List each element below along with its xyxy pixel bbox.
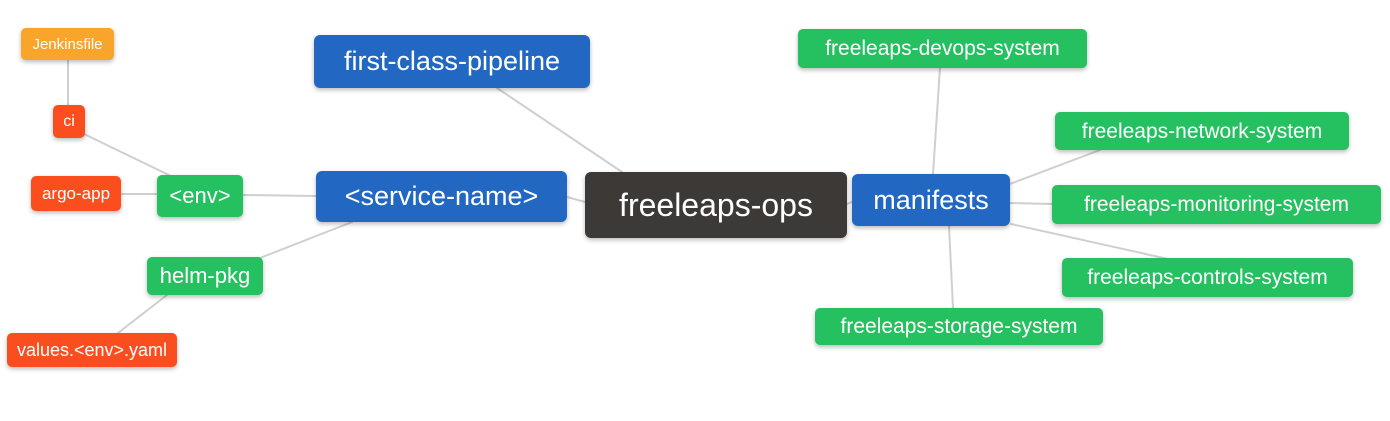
node-values-env-yaml[interactable]: values.<env>.yaml [7, 333, 177, 367]
edge-first-class-pipeline-to-freeleaps-ops [496, 87, 623, 173]
node-helm-pkg[interactable]: helm-pkg [147, 257, 263, 295]
node-freeleaps-ops[interactable]: freeleaps-ops [585, 172, 847, 238]
node-freeleaps-controls-system[interactable]: freeleaps-controls-system [1062, 258, 1353, 297]
node-service-name[interactable]: <service-name> [316, 171, 567, 222]
node-manifests[interactable]: manifests [852, 174, 1010, 226]
node-argo-app[interactable]: argo-app [31, 176, 121, 211]
node-freeleaps-monitoring-system[interactable]: freeleaps-monitoring-system [1052, 185, 1381, 224]
edge-service-name-to-helm-pkg [259, 221, 353, 259]
edge-env-to-service-name [242, 194, 317, 197]
edge-service-name-to-freeleaps-ops [566, 196, 586, 203]
edge-manifests-to-freeleaps-network-system [1009, 149, 1101, 185]
node-env[interactable]: <env> [157, 175, 243, 217]
edge-ci-to-env [83, 133, 174, 178]
edge-freeleaps-devops-system-to-manifests [932, 67, 941, 175]
edge-helm-pkg-to-values-env-yaml [117, 294, 168, 334]
edge-manifests-to-freeleaps-storage-system [948, 225, 954, 309]
edge-manifests-to-freeleaps-controls-system [1010, 223, 1169, 260]
edge-manifests-to-freeleaps-monitoring-system [1009, 202, 1053, 205]
node-jenkinsfile[interactable]: Jenkinsfile [21, 28, 114, 60]
node-freeleaps-network-system[interactable]: freeleaps-network-system [1055, 112, 1349, 150]
node-first-class-pipeline[interactable]: first-class-pipeline [314, 35, 590, 88]
node-freeleaps-storage-system[interactable]: freeleaps-storage-system [815, 308, 1103, 345]
node-ci[interactable]: ci [53, 105, 85, 138]
node-freeleaps-devops-system[interactable]: freeleaps-devops-system [798, 29, 1087, 68]
